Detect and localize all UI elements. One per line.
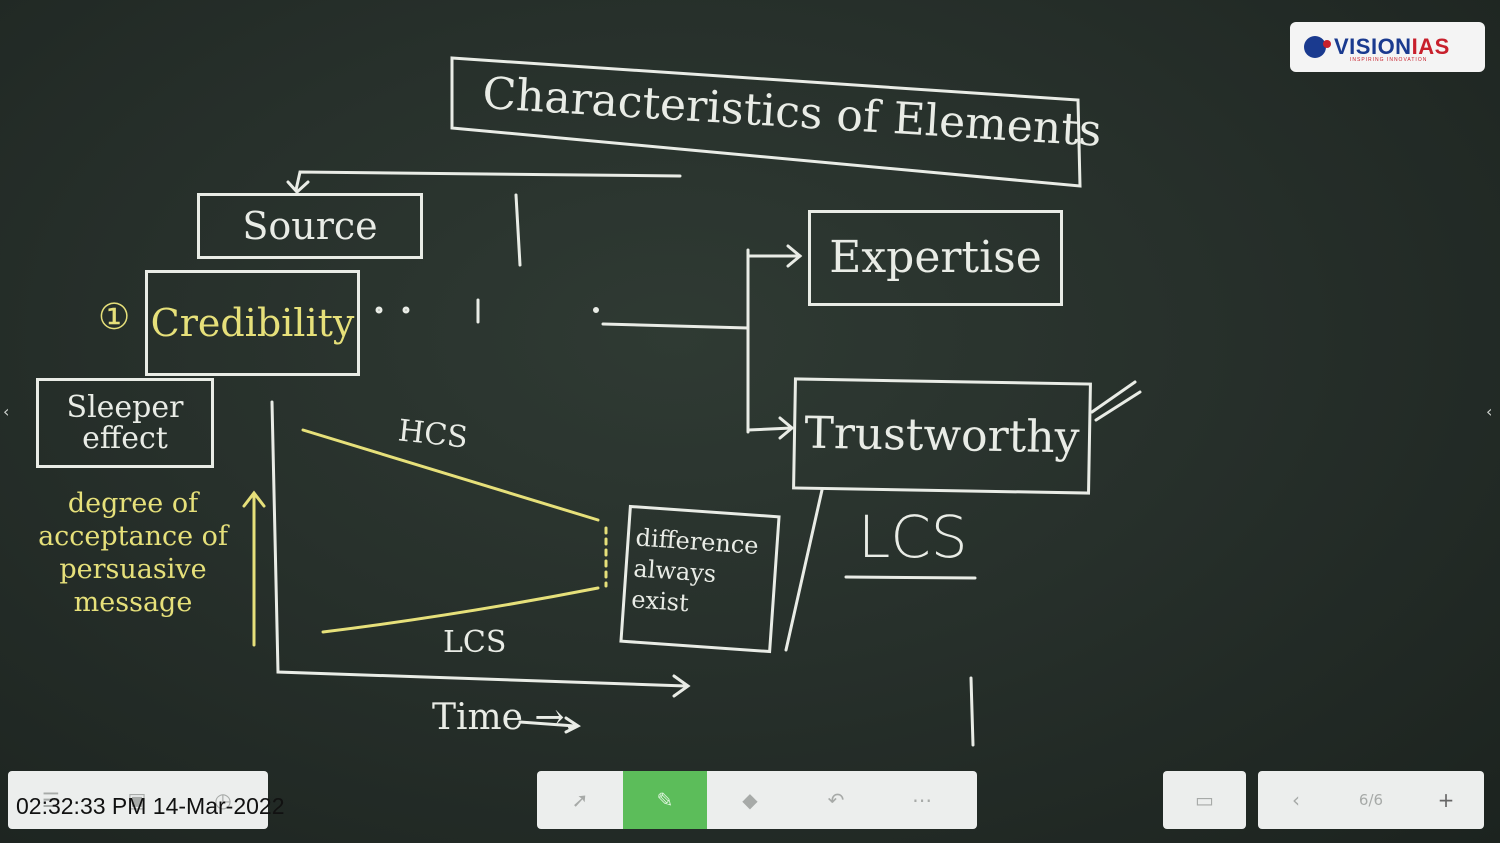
credibility-box: Credibility — [145, 270, 360, 376]
undo-icon[interactable]: ↶ — [827, 788, 845, 812]
credibility-number: ① — [98, 297, 131, 338]
pointer-icon[interactable]: ➚ — [571, 788, 589, 812]
page-toolbar: ‹ 6/6 + — [1258, 771, 1484, 829]
visionias-logo: VISIONIAS INSPIRING INNOVATION — [1290, 22, 1485, 72]
logo-text: VISIONIAS — [1334, 34, 1450, 59]
clock-icon[interactable]: ◷ — [214, 788, 232, 812]
source-label: Source — [242, 204, 378, 248]
lcs-label: LCS — [443, 625, 507, 660]
difference-box: difference always exist — [619, 504, 781, 654]
difference-label: difference always exist — [630, 523, 760, 618]
page-indicator: 6/6 — [1358, 791, 1384, 809]
title-box: Characteristics of Elements — [481, 68, 1103, 157]
left-edge-arrow-icon[interactable]: ‹ — [3, 402, 10, 421]
pen-icon[interactable]: ✎ — [623, 771, 707, 829]
logo-mark-icon — [1304, 36, 1331, 58]
expertise-box: Expertise — [808, 210, 1063, 306]
more-icon[interactable]: ⋯ — [912, 788, 932, 812]
sleeper-effect-box: Sleeper effect — [36, 378, 214, 468]
sleeper-effect-label: Sleeper effect — [66, 389, 184, 456]
screen-icon[interactable]: ▭ — [1195, 788, 1214, 812]
prev-page-icon[interactable]: ‹ — [1292, 788, 1300, 812]
lcs-big-label: LCS — [858, 503, 968, 571]
left-toolbar: ☰ ▣ ◷ — [8, 771, 268, 829]
right-edge-arrow-icon[interactable]: ‹ — [1486, 402, 1493, 421]
time-label: Time →. — [432, 697, 577, 738]
hcs-label: HCS — [396, 413, 470, 456]
menu-icon[interactable]: ☰ — [42, 788, 60, 812]
image-icon[interactable]: ▣ — [127, 788, 147, 812]
expertise-label: Expertise — [829, 232, 1042, 283]
eraser-icon[interactable]: ◆ — [742, 788, 758, 812]
timestamp-overlay: 02:32:33 PM 14-Mar-2022 — [16, 793, 285, 819]
credibility-label: Credibility — [150, 301, 355, 345]
logo-tagline: INSPIRING INNOVATION — [1350, 57, 1428, 63]
y-axis-label: degree of acceptance of persuasive messa… — [38, 488, 228, 618]
source-box: Source — [197, 193, 423, 259]
screen-toolbar: ▭ — [1163, 771, 1246, 829]
tool-toolbar: ➚ ✎ ◆ ↶ ⋯ — [537, 771, 977, 829]
trustworthy-box: Trustworthy — [792, 377, 1092, 495]
add-page-icon[interactable]: + — [1437, 788, 1455, 812]
trustworthy-label: Trustworthy — [804, 407, 1080, 464]
